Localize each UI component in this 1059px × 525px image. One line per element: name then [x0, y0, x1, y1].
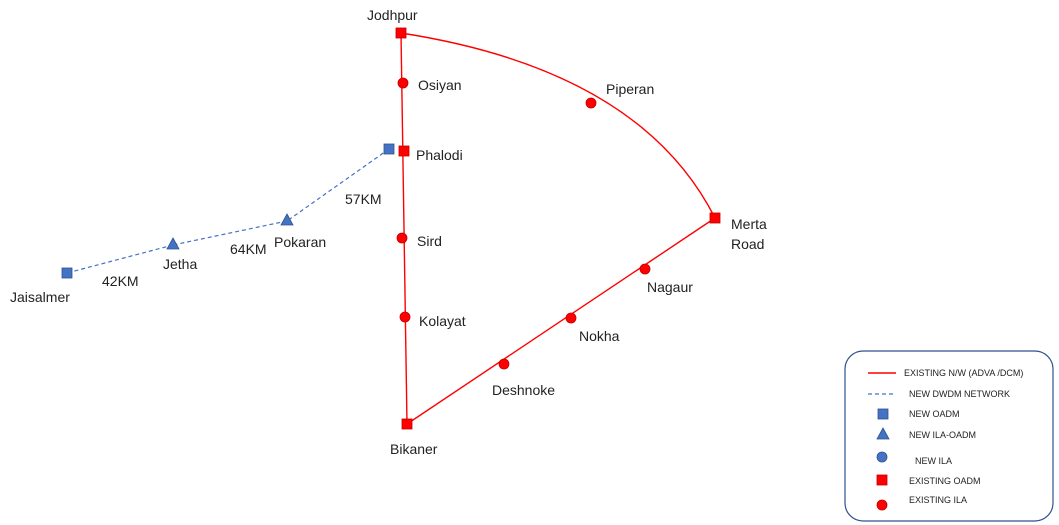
- kolayat-node[interactable]: [399, 311, 411, 323]
- legend-item-existing-ila: EXISTING ILA: [876, 495, 967, 511]
- blue-square-icon: [877, 408, 889, 420]
- new-dwdm-links: [66, 148, 390, 274]
- sird-label: Sird: [417, 233, 442, 249]
- piperan-label: Piperan: [606, 81, 654, 97]
- legend-item-new-ila: NEW ILA: [876, 451, 952, 466]
- distance-jetha-jaisalmer: 42KM: [102, 273, 139, 289]
- new-ila-oadm-nodes: [166, 213, 294, 250]
- existing-network-links: [400, 32, 716, 425]
- legend-item-new-oadm: NEW OADM: [877, 408, 960, 420]
- merta-road-node[interactable]: [709, 212, 721, 224]
- distance-phalodi-pokaran: 57KM: [345, 191, 382, 207]
- new-oadm-nodes: [61, 143, 395, 279]
- pokaran-label: Pokaran: [274, 234, 326, 250]
- legend-label: NEW OADM: [909, 409, 960, 419]
- phalodi-new-oadm-node[interactable]: [383, 143, 395, 155]
- link-phalodi-pokaran: [286, 148, 390, 222]
- nagaur-label: Nagaur: [647, 279, 693, 295]
- legend-box: [844, 350, 1054, 522]
- blue-circle-icon: [876, 451, 888, 463]
- legend-label: NEW ILA: [915, 456, 952, 466]
- link-merta-road-bikaner: [406, 217, 716, 425]
- link-jodhpur-merta-road: [400, 32, 716, 219]
- jodhpur-label: Jodhpur: [367, 7, 418, 23]
- link-distance-labels: 57KM 64KM 42KM: [102, 191, 382, 289]
- legend-label: EXISTING ILA: [909, 495, 967, 505]
- legend-label: EXISTING N/W (ADVA /DCM): [904, 368, 1023, 378]
- bikaner-label: Bikaner: [390, 441, 438, 457]
- legend-label: NEW DWDM NETWORK: [909, 389, 1010, 399]
- nagaur-node[interactable]: [639, 263, 651, 275]
- jodhpur-node[interactable]: [395, 27, 407, 39]
- pokaran-node[interactable]: [280, 213, 294, 226]
- legend-item-new-ila-oadm: NEW ILA-OADM: [876, 427, 976, 440]
- legend: EXISTING N/W (ADVA /DCM) NEW DWDM NETWOR…: [844, 350, 1054, 522]
- phalodi-label: Phalodi: [416, 147, 463, 163]
- legend-label: EXISTING OADM: [909, 476, 981, 486]
- deshnoke-label: Deshnoke: [492, 382, 555, 398]
- red-circle-icon: [876, 499, 888, 511]
- legend-item-existing-oadm: EXISTING OADM: [876, 474, 981, 486]
- legend-item-existing-network: EXISTING N/W (ADVA /DCM): [868, 368, 1023, 378]
- legend-item-new-dwdm: NEW DWDM NETWORK: [868, 389, 1010, 399]
- phalodi-node[interactable]: [398, 145, 410, 157]
- nokha-node[interactable]: [565, 312, 577, 324]
- link-pokaran-jetha: [172, 220, 288, 246]
- sird-node[interactable]: [396, 232, 408, 244]
- kolayat-label: Kolayat: [419, 313, 466, 329]
- jetha-node[interactable]: [166, 237, 180, 250]
- merta-road-label-line1: Merta: [731, 216, 767, 232]
- link-jodhpur-bikaner: [400, 32, 408, 425]
- jaisalmer-node[interactable]: [61, 267, 73, 279]
- jaisalmer-label: Jaisalmer: [10, 289, 70, 305]
- blue-triangle-icon: [876, 427, 890, 440]
- node-labels: Jodhpur Osiyan Phalodi Sird Kolayat Bika…: [10, 7, 767, 457]
- nokha-label: Nokha: [579, 328, 620, 344]
- red-square-icon: [876, 474, 888, 486]
- existing-ila-nodes: [396, 77, 651, 370]
- link-jetha-jaisalmer: [66, 244, 174, 274]
- merta-road-label-line2: Road: [731, 236, 764, 252]
- existing-oadm-nodes: [395, 27, 721, 430]
- distance-pokaran-jetha: 64KM: [230, 241, 267, 257]
- deshnoke-node[interactable]: [498, 358, 510, 370]
- piperan-node[interactable]: [585, 97, 597, 109]
- osiyan-label: Osiyan: [418, 77, 462, 93]
- bikaner-node[interactable]: [401, 418, 413, 430]
- jetha-label: Jetha: [163, 256, 197, 272]
- osiyan-node[interactable]: [397, 77, 409, 89]
- legend-label: NEW ILA-OADM: [909, 430, 976, 440]
